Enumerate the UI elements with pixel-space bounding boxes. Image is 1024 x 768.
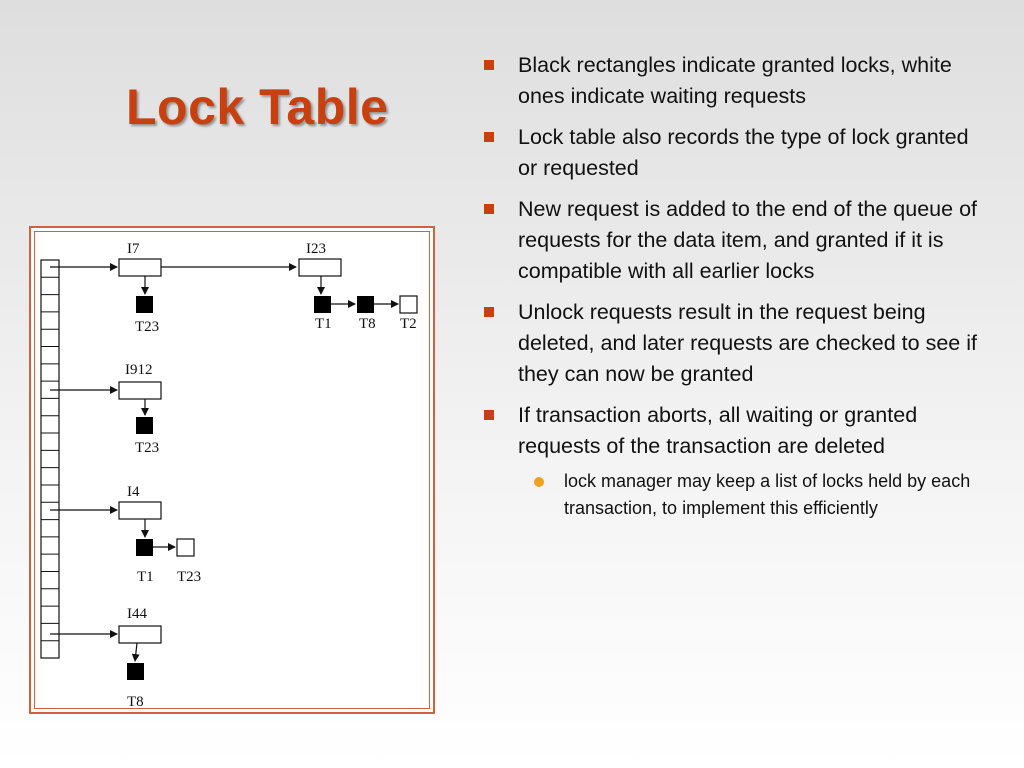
transaction-label: T23 <box>135 440 159 456</box>
data-item-label: I7 <box>127 241 140 257</box>
granted-lock <box>127 663 144 680</box>
sub-bullet-item: lock manager may keep a list of locks he… <box>518 468 992 522</box>
bullet-item: New request is added to the end of the q… <box>482 194 992 287</box>
square-bullet-icon <box>484 204 494 214</box>
square-bullet-icon <box>484 60 494 70</box>
bullet-text: If transaction aborts, all waiting or gr… <box>518 403 918 458</box>
transaction-label: T2 <box>400 316 417 332</box>
hash-table-column <box>40 259 60 659</box>
granted-lock <box>314 296 331 313</box>
data-item-i44-box <box>118 625 162 644</box>
transaction-label: T1 <box>315 316 332 332</box>
sub-bullet-text: lock manager may keep a list of locks he… <box>564 471 971 518</box>
lock-chain-i23: I23 T1 T8 T2 <box>298 241 418 332</box>
bullet-text: New request is added to the end of the q… <box>518 197 977 283</box>
slide-title: Lock Table <box>126 79 389 135</box>
bullet-item: Lock table also records the type of lock… <box>482 122 992 184</box>
waiting-lock <box>176 538 195 557</box>
data-item-i4-box <box>118 501 162 520</box>
transaction-label: T1 <box>137 569 154 585</box>
transaction-label: T23 <box>135 319 159 335</box>
circle-bullet-icon <box>534 477 544 487</box>
granted-lock <box>136 296 153 313</box>
granted-lock <box>136 539 153 556</box>
bullet-text: Black rectangles indicate granted locks,… <box>518 53 952 108</box>
bullet-text: Lock table also records the type of lock… <box>518 125 969 180</box>
data-item-i7-box <box>118 258 162 277</box>
bullet-item: If transaction aborts, all waiting or gr… <box>482 400 992 522</box>
lock-chain-i44: I44 T8 <box>50 606 162 710</box>
sub-bullet-list: lock manager may keep a list of locks he… <box>518 468 992 522</box>
waiting-lock <box>399 295 418 314</box>
square-bullet-icon <box>484 307 494 317</box>
data-item-label: I912 <box>125 362 153 378</box>
data-item-label: I44 <box>127 606 147 622</box>
transaction-label: T23 <box>177 569 201 585</box>
lock-chain-i912: I912 T23 <box>50 362 162 456</box>
lock-chain-i4: I4 T1 T23 <box>50 484 201 585</box>
lock-table-diagram: I7 T23 I23 T1 T8 T2 I912 T23 <box>40 241 418 710</box>
granted-lock <box>136 417 153 434</box>
bullet-item: Unlock requests result in the request be… <box>482 297 992 390</box>
bullet-list: Black rectangles indicate granted locks,… <box>482 50 992 532</box>
data-item-label: I23 <box>306 241 326 257</box>
square-bullet-icon <box>484 410 494 420</box>
granted-lock <box>357 296 374 313</box>
transaction-label: T8 <box>127 694 144 710</box>
lock-chain-i7: I7 T23 <box>50 241 297 335</box>
lock-table-figure: I7 T23 I23 T1 T8 T2 I912 T23 <box>29 226 435 714</box>
data-item-label: I4 <box>127 484 140 500</box>
bullet-text: Unlock requests result in the request be… <box>518 300 977 386</box>
square-bullet-icon <box>484 132 494 142</box>
transaction-label: T8 <box>359 316 376 332</box>
data-item-i23-box <box>298 258 342 277</box>
data-item-i912-box <box>118 381 162 400</box>
bullet-item: Black rectangles indicate granted locks,… <box>482 50 992 112</box>
figure-inner-border <box>34 231 430 709</box>
